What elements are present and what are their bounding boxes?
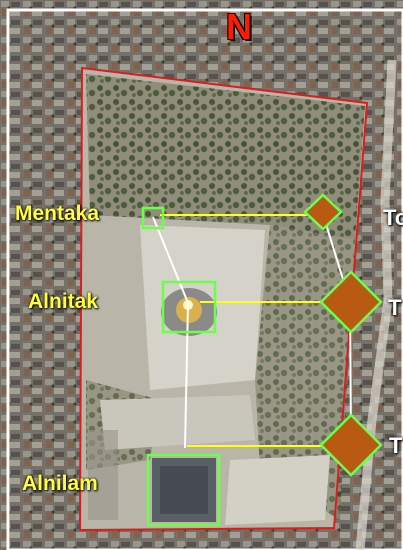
diamond-top bbox=[303, 193, 343, 231]
golden-dome bbox=[176, 297, 202, 323]
white-line-alnitak-alnilam bbox=[184, 302, 189, 449]
label-right-bottom: T bbox=[389, 433, 403, 458]
label-right-top: To bbox=[383, 205, 403, 230]
label-mentaka: Mentaka bbox=[15, 202, 100, 225]
diamond-middle bbox=[319, 270, 383, 334]
north-indicator: N bbox=[226, 6, 252, 47]
box-alnilam bbox=[146, 453, 221, 527]
box-mentaka bbox=[141, 206, 165, 230]
diamond-bottom bbox=[319, 413, 383, 477]
box-alnitak bbox=[161, 280, 217, 334]
label-right-middle: T bbox=[388, 295, 402, 320]
label-alnitak: Alnitak bbox=[28, 290, 99, 313]
compound-boundary bbox=[78, 66, 369, 532]
label-alnilam: Alnilam bbox=[22, 472, 98, 495]
white-line-mentaka-alnitak bbox=[152, 216, 189, 304]
